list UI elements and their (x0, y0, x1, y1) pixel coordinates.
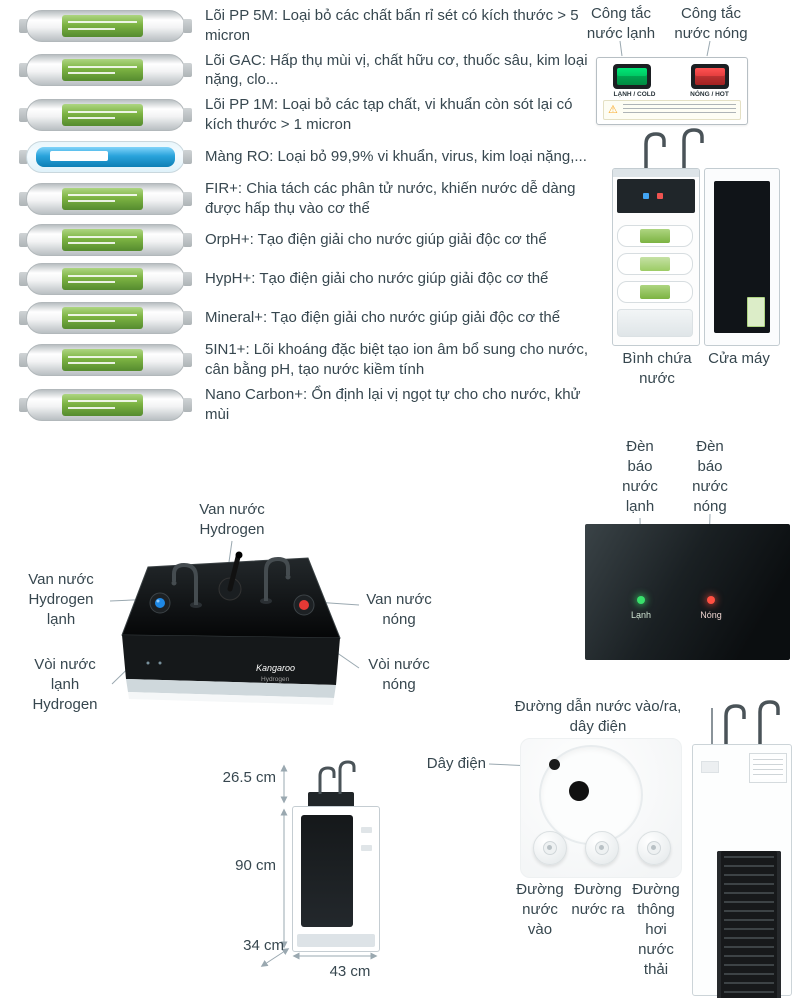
cord-hole-icon (569, 781, 589, 801)
inner-filter (617, 253, 693, 275)
filter-row: Nano Carbon+: Ổn định lại vị ngọt tự cho… (18, 385, 596, 425)
back-faucets-icon (711, 700, 780, 746)
switch-panel-image: LẠNH / COLD NÓNG / HOT ⚠ (596, 57, 748, 125)
dim-width: 43 cm (329, 963, 371, 980)
label-hot-switch: Công tắc nước nóng (674, 5, 748, 42)
filter-description: Lõi GAC: Hấp thụ mùi vị, chất hữu cơ, th… (205, 51, 588, 89)
dim-faucet-height: 26.5 cm (222, 769, 276, 786)
cold-switch-icon (613, 64, 651, 89)
fine-print (622, 104, 736, 116)
water-inlet-fitting-icon (533, 831, 567, 865)
water-tank (617, 309, 693, 337)
hot-faucet (264, 556, 290, 601)
condenser-coils (717, 851, 781, 998)
dim-depth: 34 cm (243, 937, 284, 954)
label-cold-led: Đèn báo nước lạnh (622, 438, 658, 515)
door-sticker (747, 297, 765, 327)
hot-led-icon (707, 596, 715, 604)
filter-description: Lõi PP 1M: Loại bỏ các tạp chất, vi khuẩ… (205, 96, 573, 133)
label-power-cord: Dây điện (426, 755, 486, 772)
dim-machine-image (292, 806, 380, 952)
filter-cartridge-icon (18, 9, 193, 43)
filter-row: FIR+: Chia tách các phân tử nước, khiến … (18, 179, 596, 219)
filter-row: Màng RO: Loại bỏ 99,9% vi khuẩn, virus, … (18, 140, 596, 174)
dim-body-height: 90 cm (235, 857, 276, 874)
filter-row: HypH+: Tạo điện giải cho nước giúp giải … (18, 262, 596, 296)
power-cord-hole-icon (549, 759, 560, 770)
cold-faucet (172, 562, 198, 605)
filter-row: OrpH+: Tạo điện giải cho nước giúp giải … (18, 223, 596, 257)
label-cold-tap: Vòi nước lạnh Hydrogen (32, 656, 98, 713)
filter-row: Mineral+: Tạo điện giải cho nước giúp gi… (18, 301, 596, 335)
cold-led-icon (637, 596, 645, 604)
back-machine-image (692, 700, 792, 998)
label-hot-tap: Vòi nước nóng (368, 656, 430, 693)
hot-led-label: Nóng (700, 610, 722, 620)
filter-description: OrpH+: Tạo điện giải cho nước giúp giải … (205, 231, 547, 249)
filter-cartridge-icon (18, 53, 193, 87)
open-machine-image (612, 128, 780, 346)
label-water-inlet: Đường nước vào (516, 881, 564, 938)
control-panel (617, 179, 695, 213)
filter-description: 5IN1+: Lõi khoáng đặc biệt tạo ion âm bổ… (205, 341, 589, 379)
machine-door (704, 168, 780, 346)
filter-list: Lõi PP 5M: Loại bỏ các chất bẩn rỉ sét c… (18, 6, 596, 425)
connections-title: Đường dẫn nước vào/ra, dây điện (514, 698, 682, 735)
filter-row: Lõi PP 5M: Loại bỏ các chất bẩn rỉ sét c… (18, 6, 596, 46)
filter-description: Lõi PP 5M: Loại bỏ các chất bẩn rỉ sét c… (205, 7, 579, 44)
label-hydrogen-valve: Van nước Hydrogen (199, 501, 265, 538)
back-panel (692, 744, 792, 998)
label-vent: Đường thông hơi nước thải (632, 881, 680, 978)
filter-cartridge-icon (18, 98, 193, 132)
label-water-tank: Bình chứa nước (622, 350, 692, 387)
warning-icon: ⚠ (608, 103, 618, 116)
cold-tag: LẠNH / COLD (613, 91, 656, 98)
filter-description: Mineral+: Tạo điện giải cho nước giúp gi… (205, 309, 561, 327)
filter-row: 5IN1+: Lõi khoáng đặc biệt tạo ion âm bổ… (18, 340, 596, 380)
vent-fitting-icon (637, 831, 671, 865)
hot-indicator-chip (657, 193, 663, 199)
topview-machine-image: Kangaroo Hydrogen (121, 551, 341, 705)
ro-membrane-icon (18, 140, 193, 174)
filter-cartridge-icon (18, 301, 193, 335)
led-panel-image: Lạnh Nóng (585, 524, 790, 660)
warning-strip: ⚠ (603, 100, 741, 120)
label-hot-led: Đèn báo nước nóng (692, 438, 728, 515)
machine-cabinet (612, 168, 700, 346)
filter-cartridge-icon (18, 388, 193, 422)
filter-cartridge-icon (18, 182, 193, 216)
label-door: Cửa máy (708, 350, 770, 367)
label-water-outlet: Đường nước ra (571, 881, 625, 918)
label-cold-hydrogen-valve: Van nước Hydrogen lạnh (28, 571, 94, 628)
filter-row: Lõi GAC: Hấp thụ mùi vị, chất hữu cơ, th… (18, 51, 596, 91)
filter-description: Nano Carbon+: Ổn định lại vị ngọt tự cho… (205, 385, 581, 423)
faucets-icon (644, 128, 704, 172)
cold-led-label: Lạnh (630, 610, 652, 620)
hot-tag: NÓNG / HOT (690, 91, 729, 98)
dim-machine-faucets-icon (308, 760, 356, 808)
label-hot-valve: Van nước nóng (366, 591, 432, 628)
back-label-box (749, 753, 787, 783)
brand-text: Kangaroo (256, 663, 295, 673)
bottom-view-image (520, 738, 682, 878)
hot-switch-icon (691, 64, 729, 89)
filter-cartridge-icon (18, 223, 193, 257)
brand-sub-text: Hydrogen (261, 676, 290, 683)
water-outlet-fitting-icon (585, 831, 619, 865)
filter-row: Lõi PP 1M: Loại bỏ các tạp chất, vi khuẩ… (18, 95, 596, 135)
cold-indicator-chip (643, 193, 649, 199)
label-cold-switch: Công tắc nước lạnh (586, 5, 656, 42)
filter-cartridge-icon (18, 262, 193, 296)
inner-filter (617, 225, 693, 247)
inner-filter (617, 281, 693, 303)
filter-description: HypH+: Tạo điện giải cho nước giúp giải … (205, 270, 549, 288)
filter-description: FIR+: Chia tách các phân tử nước, khiến … (205, 179, 576, 217)
back-sticker (701, 761, 719, 773)
filter-description: Màng RO: Loại bỏ 99,9% vi khuẩn, virus, … (205, 147, 587, 165)
switch-tags: LẠNH / COLD NÓNG / HOT (597, 91, 747, 98)
filter-cartridge-icon (18, 343, 193, 377)
